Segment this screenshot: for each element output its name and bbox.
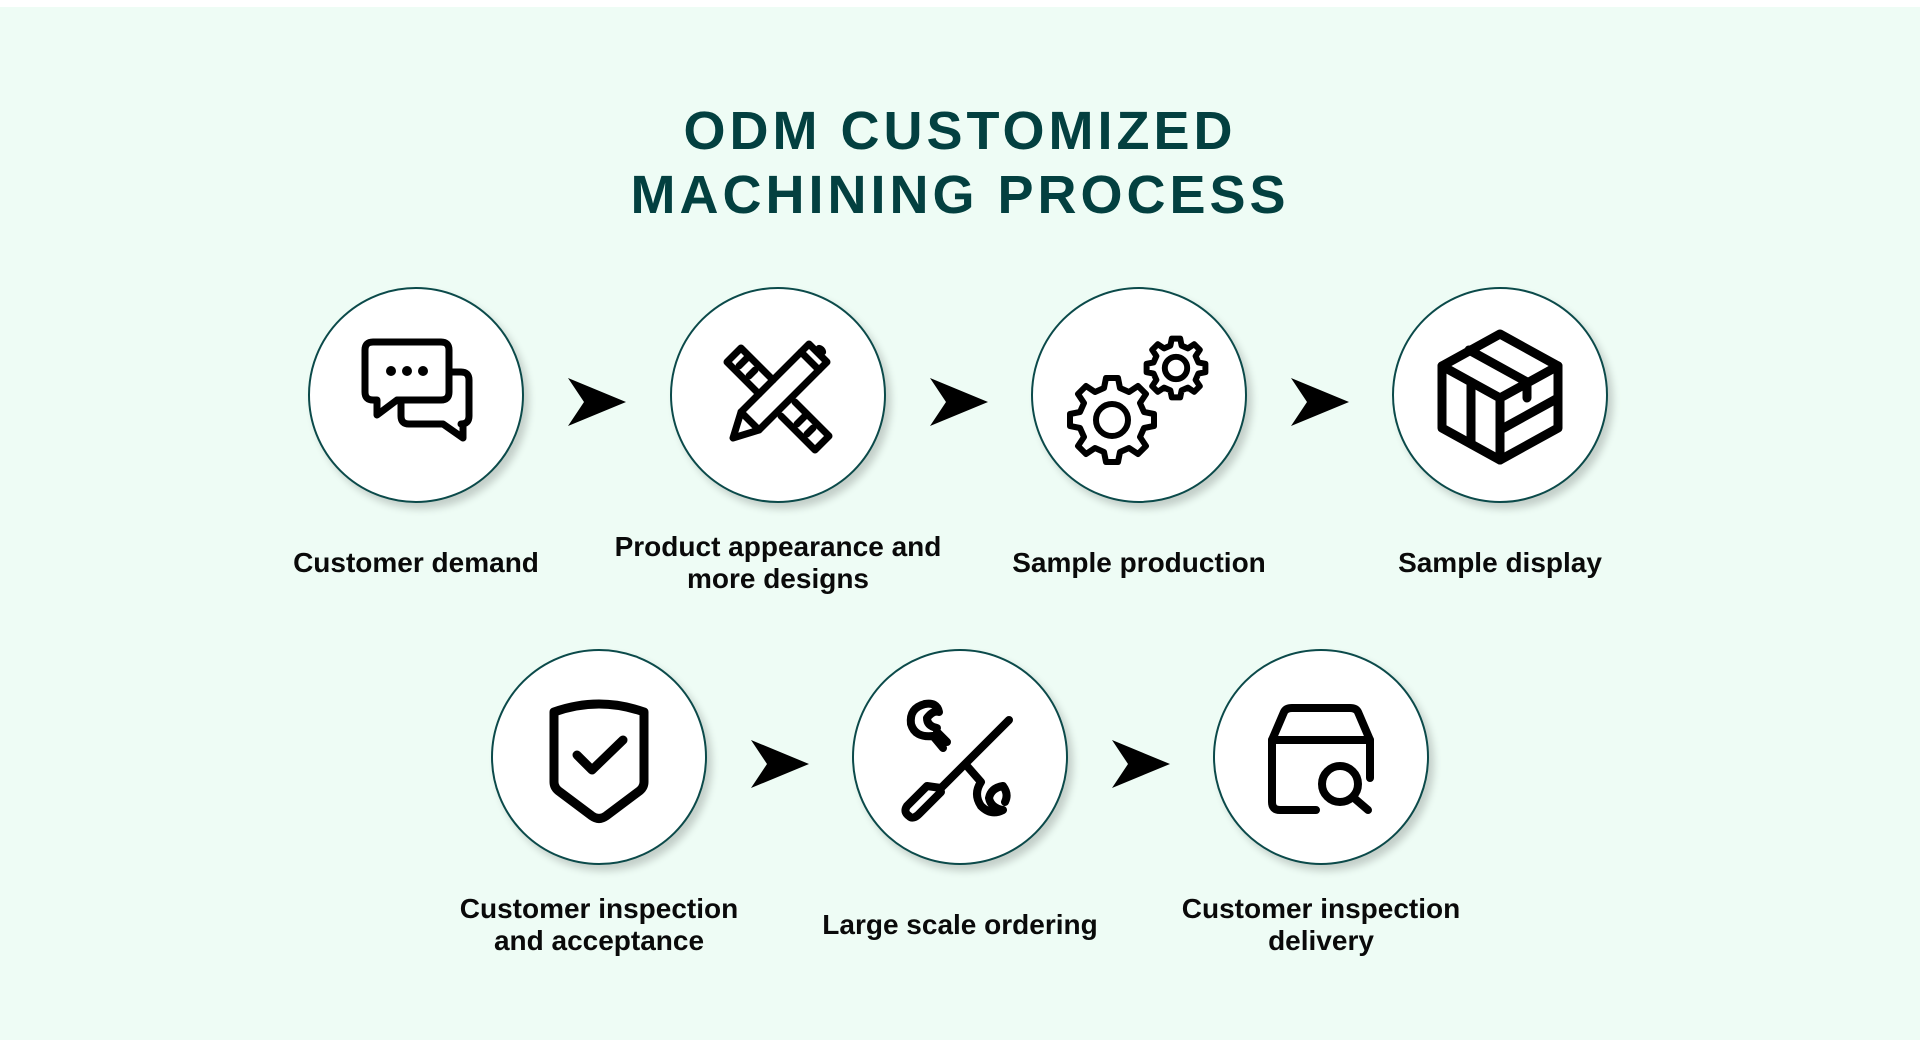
arrow-right-icon <box>568 378 626 426</box>
step-label: Customer inspection and acceptance <box>459 893 739 956</box>
arrow-right-icon <box>1291 378 1349 426</box>
arrow-right-icon <box>751 740 809 788</box>
step-label: Sample display <box>1398 547 1602 578</box>
step-circle <box>491 649 707 865</box>
title-line-2: MACHINING PROCESS <box>630 165 1290 225</box>
step-circle <box>670 287 886 503</box>
pencil-ruler-icon <box>723 340 833 454</box>
arrow-right-icon <box>930 378 988 426</box>
box-search-icon <box>1268 704 1374 814</box>
step-label: Customer inspection delivery <box>1181 893 1461 956</box>
page-title: ODM CUSTOMIZED MACHINING PROCESS <box>0 99 1920 227</box>
step-label: Large scale ordering <box>822 909 1098 940</box>
step-circle <box>308 287 524 503</box>
step-circle <box>852 649 1068 865</box>
chat-bubbles-icon <box>361 338 473 442</box>
step-circle <box>1213 649 1429 865</box>
gears-icon <box>1067 335 1209 465</box>
shield-check-icon <box>549 699 649 823</box>
infographic-canvas: ODM CUSTOMIZED MACHINING PROCESS Custome… <box>0 7 1920 1040</box>
box-icon <box>1437 329 1563 465</box>
step-circle <box>1031 287 1247 503</box>
title-line-1: ODM CUSTOMIZED <box>683 101 1237 161</box>
step-label: Sample production <box>1012 547 1266 578</box>
tools-icon <box>901 699 1013 822</box>
arrow-right-icon <box>1112 740 1170 788</box>
step-label: Product appearance and more designs <box>614 531 942 594</box>
step-label: Customer demand <box>293 547 539 578</box>
step-circle <box>1392 287 1608 503</box>
